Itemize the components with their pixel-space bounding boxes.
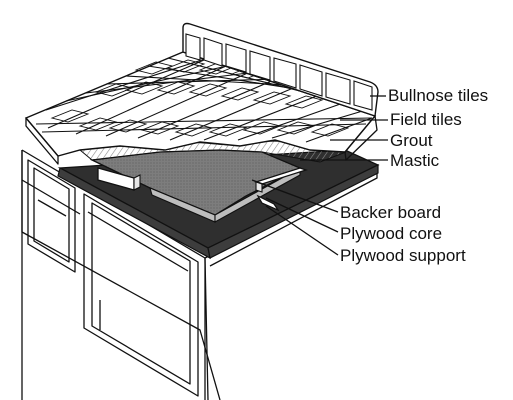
plywood-support-strips (97, 167, 308, 212)
label-plywood-core: Plywood core (340, 224, 442, 243)
callout-labels: Bullnose tiles Field tiles Grout Mastic … (340, 86, 488, 265)
cabinet-drawer-left (27, 159, 76, 273)
label-field-tiles: Field tiles (390, 110, 462, 129)
label-mastic: Mastic (390, 151, 440, 170)
label-bullnose-tiles: Bullnose tiles (388, 86, 488, 105)
leader-plywood-core (265, 197, 339, 233)
label-grout: Grout (390, 131, 433, 150)
leader-plywood-support (265, 205, 339, 256)
label-backer-board: Backer board (340, 203, 441, 222)
leader-backer-board (251, 179, 339, 213)
field-tiles (24, 51, 378, 165)
cabinet-door-right (83, 193, 199, 397)
bullnose-tiles-backsplash (182, 22, 379, 117)
backer-board (89, 149, 302, 223)
label-plywood-support: Plywood support (340, 246, 466, 265)
leader-lines (251, 95, 388, 256)
